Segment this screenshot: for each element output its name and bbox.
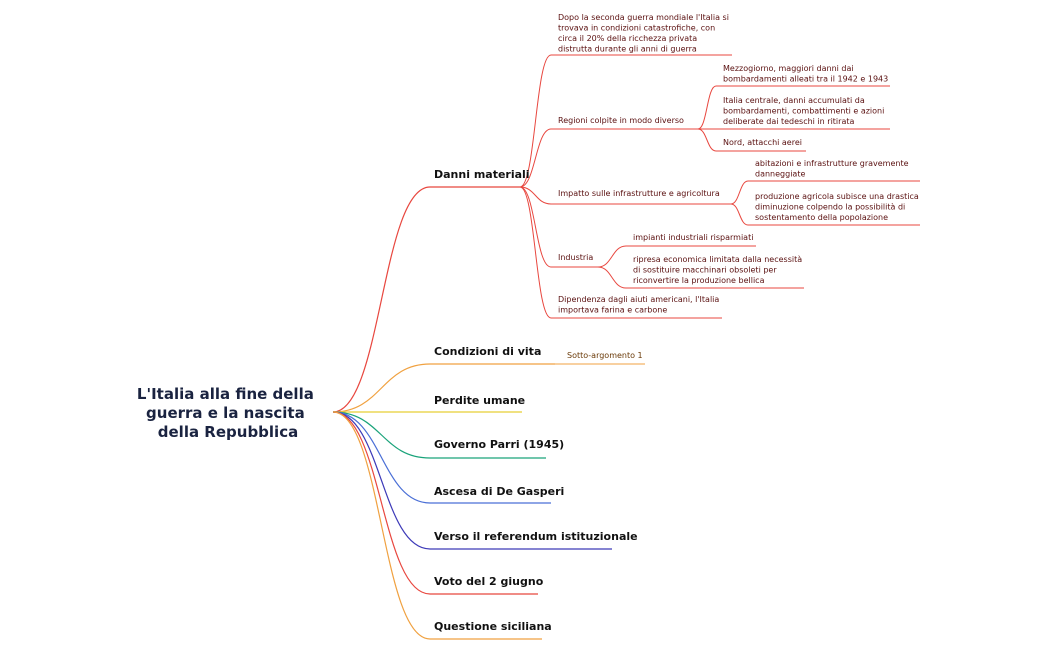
leaf-node-text-line-2: bombardamenti, combattimenti e azioni: [723, 107, 884, 116]
leaf-node-text-line-1: ripresa economica limitata dalla necessi…: [633, 255, 802, 264]
leaf-link: [730, 203, 749, 226]
branch-node-5[interactable]: Ascesa di De Gasperi: [434, 485, 564, 498]
branch-link-8: [332, 411, 431, 640]
leaf-node-text: impianti industriali risparmiati: [633, 233, 753, 242]
branch-link-5: [332, 411, 431, 504]
leaf-node-text-line-2: danneggiate: [755, 170, 805, 179]
branch-label: Condizioni di vita: [434, 345, 541, 358]
branch-link-2: [332, 363, 431, 413]
branch-link-7: [332, 411, 431, 595]
root-title-line-1: L'Italia alla fine della: [137, 385, 314, 403]
root-title-line-2: guerra e la nascita: [146, 404, 305, 422]
branch-label: Voto del 2 giugno: [434, 575, 544, 588]
sub-node-text: Impatto sulle infrastrutture e agricoltu…: [558, 189, 720, 198]
sub-node-1-3[interactable]: Impatto sulle infrastrutture e agricoltu…: [558, 189, 720, 198]
sub-node-text-line-2: importava farina e carbone: [558, 306, 667, 315]
branch-node-2[interactable]: Condizioni di vita: [434, 345, 541, 358]
leaf-node-text-line-1: Nord, attacchi aerei: [723, 138, 802, 147]
leaf-node-text-line-3: sostentamento della popolazione: [755, 213, 888, 222]
sub-node-text-line-1: Dopo la seconda guerra mondiale l'Italia…: [558, 13, 729, 22]
sub-node-text-line-4: distrutta durante gli anni di guerra: [558, 45, 697, 54]
sub-node-text: Regioni colpite in modo diverso: [558, 116, 684, 125]
sub-link: [519, 54, 552, 188]
sub-node-text-line-1: Sotto-argomento 1: [567, 351, 643, 360]
mindmap-nodes: Danni materiali Dopo la seconda guerra mo…: [434, 13, 919, 633]
branch-node-3[interactable]: Perdite umane: [434, 394, 525, 407]
leaf-link: [597, 266, 627, 289]
sub-node-1-4[interactable]: Industria: [558, 253, 593, 262]
leaf-node-1-4-1[interactable]: impianti industriali risparmiati: [633, 233, 753, 242]
leaf-node-1-3-2[interactable]: produzione agricola subisce una drastica…: [755, 192, 919, 222]
sub-node-text-line-3: circa il 20% della ricchezza privata: [558, 34, 697, 43]
leaf-node-1-3-1[interactable]: abitazioni e infrastrutture gravemente da…: [755, 159, 909, 179]
sub-node-1-2[interactable]: Regioni colpite in modo diverso: [558, 116, 684, 125]
branch-node-6[interactable]: Verso il referendum istituzionale: [434, 530, 638, 543]
sub-node-text-line-2: trovava in condizioni catastrofiche, con: [558, 24, 715, 33]
branch-label: Verso il referendum istituzionale: [434, 530, 638, 543]
branch-node-1[interactable]: Danni materiali: [434, 168, 530, 181]
branch-node-7[interactable]: Voto del 2 giugno: [434, 575, 544, 588]
branch-label: Questione siciliana: [434, 620, 552, 633]
root-title: L'Italia alla fine della guerra e la nas…: [137, 385, 319, 441]
sub-node-1-5[interactable]: Dipendenza dagli aiuti americani, l'Ital…: [558, 295, 719, 315]
leaf-link: [730, 180, 749, 205]
branch-node-4[interactable]: Governo Parri (1945): [434, 438, 564, 451]
branch-link-1: [332, 186, 431, 413]
sub-node-1-1[interactable]: Dopo la seconda guerra mondiale l'Italia…: [558, 13, 729, 54]
branch-link-6: [332, 411, 431, 550]
branch-label: Ascesa di De Gasperi: [434, 485, 564, 498]
sub-link: [519, 186, 552, 205]
branch-label: Danni materiali: [434, 168, 530, 181]
sub-node-text: Dopo la seconda guerra mondiale l'Italia…: [558, 13, 729, 54]
branch-label: Governo Parri (1945): [434, 438, 564, 451]
leaf-link: [697, 128, 717, 152]
leaf-node-text: Nord, attacchi aerei: [723, 138, 802, 147]
sub-link: [519, 186, 552, 319]
sub-node-2-1[interactable]: Sotto-argomento 1: [567, 351, 643, 360]
branch-node-8[interactable]: Questione siciliana: [434, 620, 552, 633]
leaf-node-1-2-3[interactable]: Nord, attacchi aerei: [723, 138, 802, 147]
leaf-node-text-line-1: Italia centrale, danni accumulati da: [723, 96, 865, 105]
leaf-node-text-line-1: abitazioni e infrastrutture gravemente: [755, 159, 909, 168]
leaf-node-text-line-2: di sostituire macchinari obsoleti per: [633, 266, 777, 275]
leaf-node-text: produzione agricola subisce una drastica…: [755, 192, 919, 222]
leaf-node-text: Mezzogiorno, maggiori danni dai bombardam…: [723, 64, 888, 84]
sub-node-text: Industria: [558, 253, 593, 262]
sub-node-text-line-1: Impatto sulle infrastrutture e agricoltu…: [558, 189, 720, 198]
leaf-node-text-line-3: riconvertire la produzione bellica: [633, 276, 765, 285]
sub-node-text-line-1: Dipendenza dagli aiuti americani, l'Ital…: [558, 295, 719, 304]
leaf-node-text-line-2: bombardamenti alleati tra il 1942 e 1943: [723, 75, 888, 84]
leaf-link: [697, 85, 717, 130]
branch-label: Perdite umane: [434, 394, 525, 407]
sub-link: [519, 186, 552, 268]
mindmap-links: [332, 54, 920, 640]
leaf-node-text-line-2: diminuzione colpendo la possibilità di: [755, 203, 905, 212]
leaf-node-text: abitazioni e infrastrutture gravemente da…: [755, 159, 909, 179]
leaf-node-text: Italia centrale, danni accumulati da bomb…: [723, 96, 884, 126]
sub-link: [519, 128, 552, 188]
leaf-node-text-line-1: Mezzogiorno, maggiori danni dai: [723, 64, 854, 73]
leaf-node-text-line-1: impianti industriali risparmiati: [633, 233, 753, 242]
leaf-link: [597, 245, 627, 268]
root-title-line-3: della Repubblica: [158, 423, 298, 441]
leaf-node-1-2-2[interactable]: Italia centrale, danni accumulati da bomb…: [723, 96, 884, 126]
sub-node-text-line-1: Industria: [558, 253, 593, 262]
leaf-node-1-4-2[interactable]: ripresa economica limitata dalla necessi…: [633, 255, 802, 285]
root-node[interactable]: L'Italia alla fine della guerra e la nas…: [137, 385, 319, 441]
sub-node-text: Sotto-argomento 1: [567, 351, 643, 360]
leaf-node-text: ripresa economica limitata dalla necessi…: [633, 255, 802, 285]
leaf-node-1-2-1[interactable]: Mezzogiorno, maggiori danni dai bombardam…: [723, 64, 888, 84]
sub-node-text-line-1: Regioni colpite in modo diverso: [558, 116, 684, 125]
leaf-node-text-line-3: deliberate dai tedeschi in ritirata: [723, 117, 854, 126]
branch-link-4: [332, 411, 431, 459]
sub-node-text: Dipendenza dagli aiuti americani, l'Ital…: [558, 295, 719, 315]
leaf-node-text-line-1: produzione agricola subisce una drastica: [755, 192, 919, 201]
